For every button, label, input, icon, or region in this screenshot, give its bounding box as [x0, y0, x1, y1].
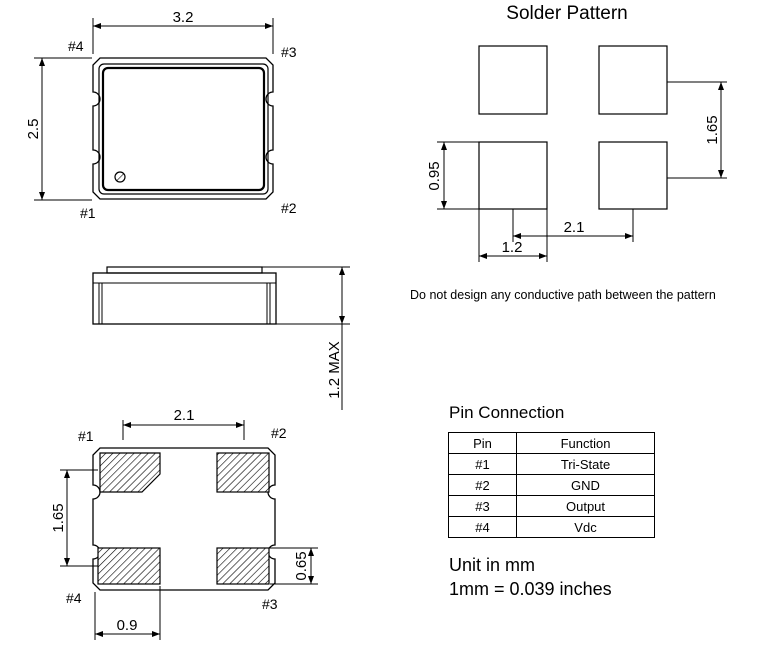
solder-pattern-note: Do not design any conductive path betwee…	[410, 288, 716, 302]
side-view: 1.2 MAX	[92, 266, 350, 410]
pin-cell: #2	[448, 474, 517, 496]
pin-connection-title: Pin Connection	[449, 403, 565, 422]
top-pin1-label: #1	[80, 205, 96, 221]
top-pin2-label: #2	[281, 200, 297, 216]
bottom-pad-width-dim: 0.9	[117, 617, 138, 634]
pin-cell: #1	[448, 453, 517, 475]
solder-pad-top-right	[598, 45, 668, 115]
bottom-pitch-y-dim: 1.65	[50, 503, 67, 532]
bottom-pitch-x-dim: 2.1	[174, 407, 195, 424]
pin1-marker-dot	[114, 171, 126, 183]
bottom-view: 2.1 1.65 0.65 0.9 #1 #2 #3 #4	[50, 407, 318, 640]
bottom-pin4-label: #4	[66, 590, 82, 606]
top-height-dim: 2.5	[25, 119, 42, 140]
table-row: #3 Output	[448, 495, 655, 517]
bottom-package-outline	[92, 447, 276, 591]
bottom-pin2-label: #2	[271, 425, 287, 441]
column-header-pin: Pin	[448, 432, 517, 454]
top-view: 3.2 2.5 #4 #3 #1 #2	[25, 9, 297, 221]
top-width-dim: 3.2	[173, 9, 194, 26]
bottom-pad-height-dim: 0.65	[293, 551, 310, 580]
side-height-dim: 1.2 MAX	[326, 341, 343, 399]
solder-pad-top-left	[478, 45, 548, 115]
function-cell: GND	[516, 474, 655, 496]
column-header-function: Function	[516, 432, 655, 454]
pin-cell: #3	[448, 495, 517, 517]
table-row: #1 Tri-State	[448, 453, 655, 475]
solder-pad-height-dim: 0.95	[426, 161, 443, 190]
top-lid-inner	[101, 66, 266, 192]
bottom-pin3-label: #3	[262, 596, 278, 612]
bottom-pad-3	[216, 547, 270, 585]
table-header-row: Pin Function	[448, 432, 655, 454]
unit-note: Unit in mm	[449, 555, 536, 575]
bottom-pad-2	[216, 452, 270, 493]
function-cell: Tri-State	[516, 453, 655, 475]
bottom-pin1-label: #1	[78, 428, 94, 444]
solder-pattern-title: Solder Pattern	[506, 3, 627, 24]
solder-pad-bottom-left	[478, 141, 548, 210]
table-row: #2 GND	[448, 474, 655, 496]
side-body	[92, 272, 277, 325]
table-row: #4 Vdc	[448, 516, 655, 538]
solder-pad-width-dim: 1.2	[502, 239, 523, 256]
bottom-pad-1	[99, 452, 161, 493]
solder-pitch-x-dim: 2.1	[564, 219, 585, 236]
function-cell: Output	[516, 495, 655, 517]
unit-conversion-note: 1mm = 0.039 inches	[449, 579, 612, 599]
top-lid-outer	[98, 63, 269, 195]
solder-pattern: Solder Pattern 1.65 0.95 2.1 1.2	[426, 3, 727, 262]
top-pin3-label: #3	[281, 44, 297, 60]
top-pin4-label: #4	[68, 38, 84, 54]
solder-pitch-y-dim: 1.65	[704, 115, 721, 144]
pin-cell: #4	[448, 516, 517, 538]
pin-connection-table: Pin Function #1 Tri-State #2 GND #3 Outp…	[448, 432, 655, 538]
function-cell: Vdc	[516, 516, 655, 538]
side-lid	[106, 266, 263, 274]
solder-pad-bottom-right	[598, 141, 668, 210]
bottom-pad-4	[97, 547, 161, 585]
